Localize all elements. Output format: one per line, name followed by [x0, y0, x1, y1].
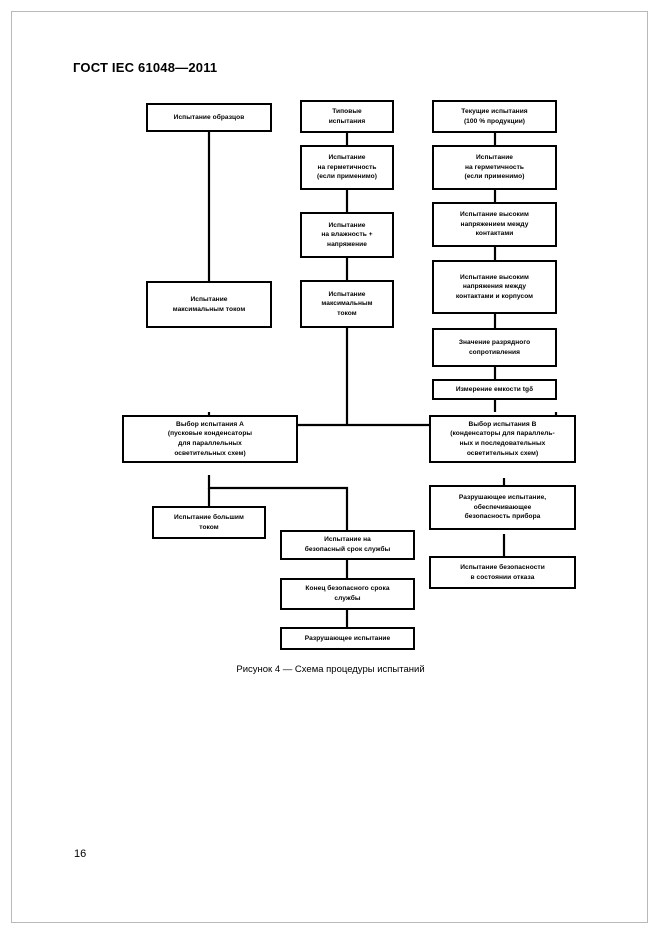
node-destructive-test: Разрушающее испытание	[280, 627, 415, 650]
node-label: Текущие испытания(100 % продукции)	[461, 107, 528, 125]
page-number: 16	[74, 848, 87, 860]
node-label: Выбор испытания B(конденсаторы для парал…	[450, 420, 555, 457]
document-header: ГОСТ IEC 61048—2011	[73, 60, 218, 75]
node-label: Разрушающее испытание	[304, 634, 391, 642]
figure-caption: Рисунок 4 — Схема процедуры испытаний	[236, 664, 425, 675]
node-routine-tests: Текущие испытания(100 % продукции)	[432, 100, 557, 133]
node-label: Измерение емкости tgδ	[455, 385, 534, 393]
node-choice-b: Выбор испытания B(конденсаторы для парал…	[429, 415, 576, 463]
node-label: Испытание образцов	[173, 113, 245, 121]
node-sample-test: Испытание образцов	[146, 103, 272, 132]
node-capacitance-tgd: Измерение емкости tgδ	[432, 379, 557, 400]
